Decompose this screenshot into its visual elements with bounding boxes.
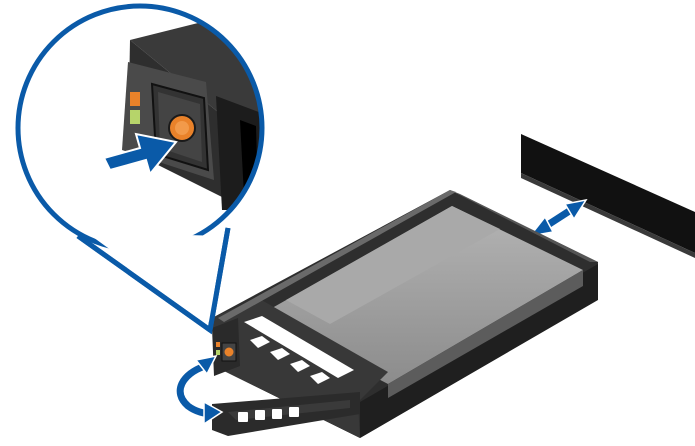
hard-drive [258,206,583,384]
handle-rotation-arrow [176,354,224,426]
bezel-vents [244,316,354,384]
hard-drive-top-label [286,206,500,324]
slot-lip [521,173,695,258]
carrier-rim [218,190,456,322]
status-led-small [216,342,220,347]
insertion-arrow [528,198,588,238]
drive-carrier [212,190,598,438]
release-button-small[interactable] [224,347,234,357]
handle-grip-slots [238,407,299,422]
carrier-right-edge [450,190,598,262]
carrier-handle[interactable] [212,392,360,436]
hard-drive-side [388,270,583,398]
status-led-orange [130,92,140,106]
push-arrow [102,132,178,177]
drive-bay-slot [521,134,695,258]
slot-opening [521,134,695,253]
status-led-small-green [216,350,220,355]
status-led-green [130,110,140,124]
